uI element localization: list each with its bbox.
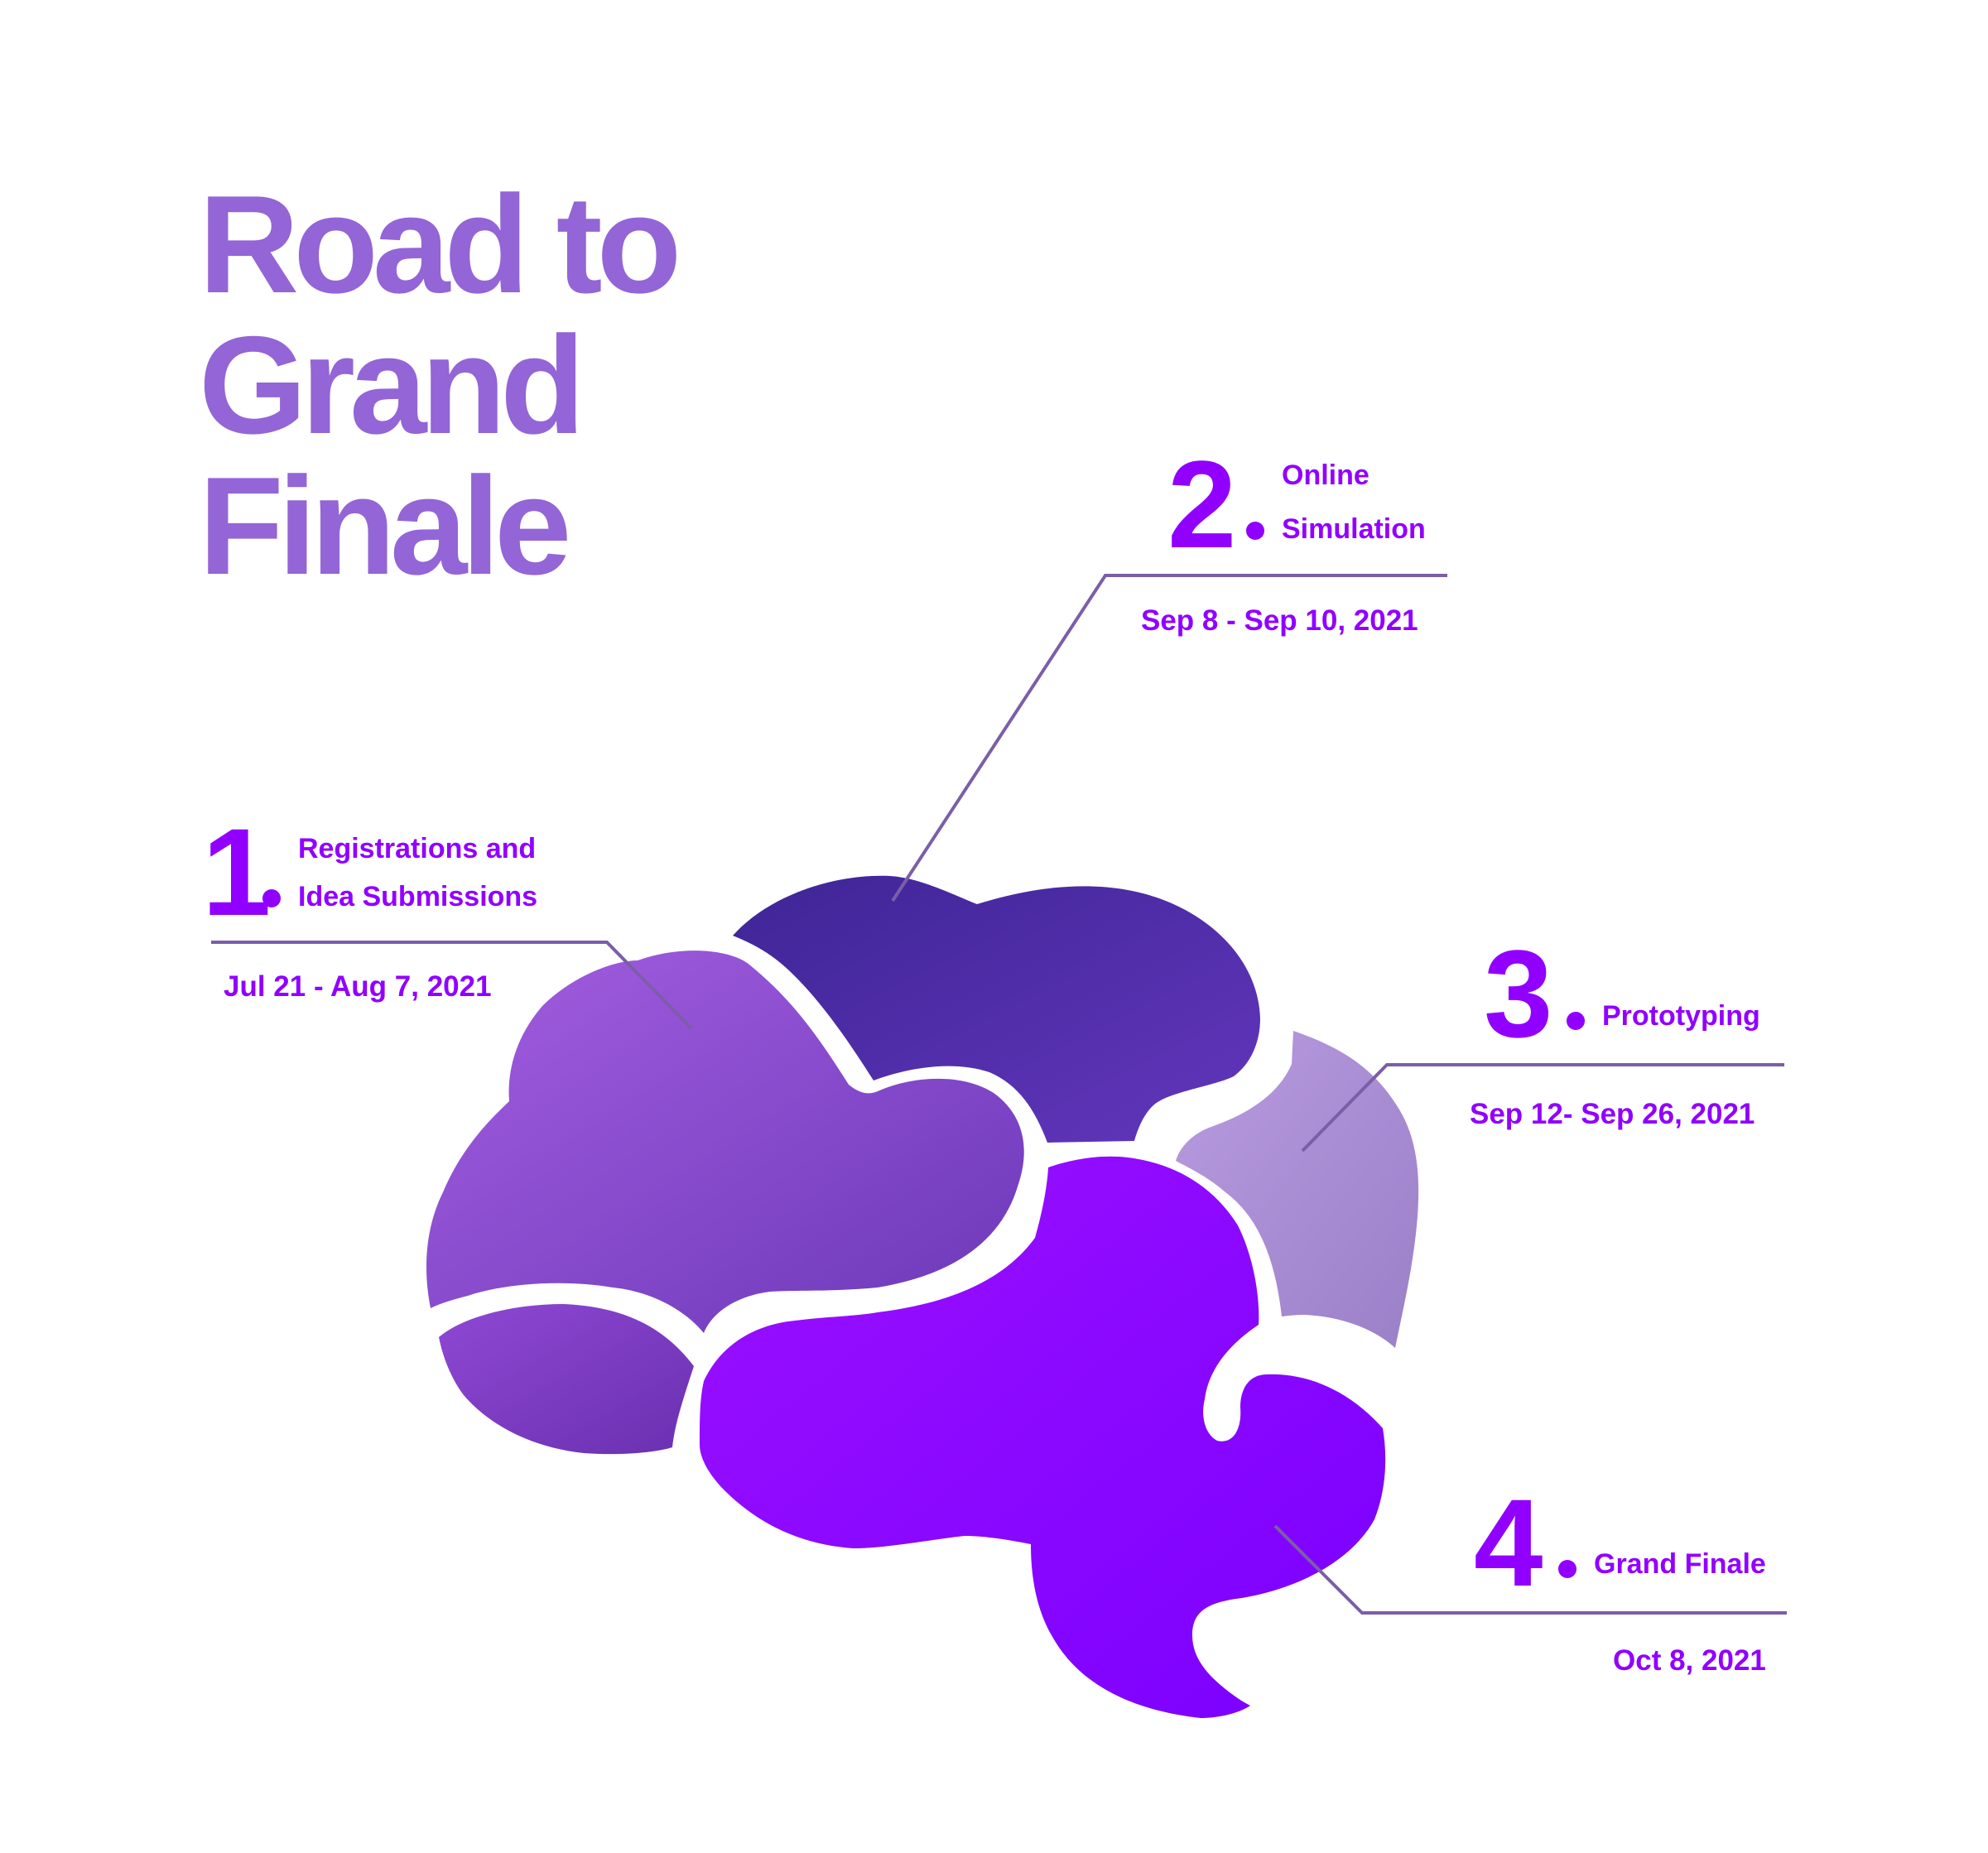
stage-3-date: Sep 12- Sep 26, 2021 xyxy=(1470,1098,1755,1130)
stage-1-number: 1 xyxy=(202,802,271,941)
stage-4-date: Oct 8, 2021 xyxy=(1613,1644,1766,1677)
stage-2-dot xyxy=(1246,522,1264,540)
lobe-bottom-shape xyxy=(439,1304,694,1455)
stage-4-dot xyxy=(1558,1560,1576,1578)
stage-1-label-line-2: Idea Submissions xyxy=(298,881,538,912)
stage-1-dot xyxy=(262,889,281,907)
stage-2-label-line-2: Simulation xyxy=(1282,513,1426,545)
stage-3-number: 3 xyxy=(1484,924,1552,1063)
stage-1-date: Jul 21 - Aug 7, 2021 xyxy=(224,970,492,1003)
page-title: Road to Grand Finale xyxy=(199,166,681,604)
stage-3-dot xyxy=(1567,1012,1585,1030)
lobe-2-shape xyxy=(733,875,1260,1143)
stage-1-label-line-1: Registrations and xyxy=(298,833,537,864)
lobe-4-shape xyxy=(700,1156,1386,1718)
title-line-3: Finale xyxy=(199,448,571,604)
title-line-2: Grand xyxy=(199,307,585,463)
stage-2-date: Sep 8 - Sep 10, 2021 xyxy=(1141,604,1418,637)
stage-3-label-line-1: Prototyping xyxy=(1602,1000,1760,1032)
lobe-1-shape xyxy=(426,951,1024,1333)
stage-2-number: 2 xyxy=(1167,435,1236,574)
stage-4-label-line-1: Grand Finale xyxy=(1594,1548,1766,1580)
stage-4-number: 4 xyxy=(1474,1473,1543,1612)
stage-2-label-line-1: Online xyxy=(1282,460,1369,491)
title-line-1: Road to xyxy=(199,166,681,322)
